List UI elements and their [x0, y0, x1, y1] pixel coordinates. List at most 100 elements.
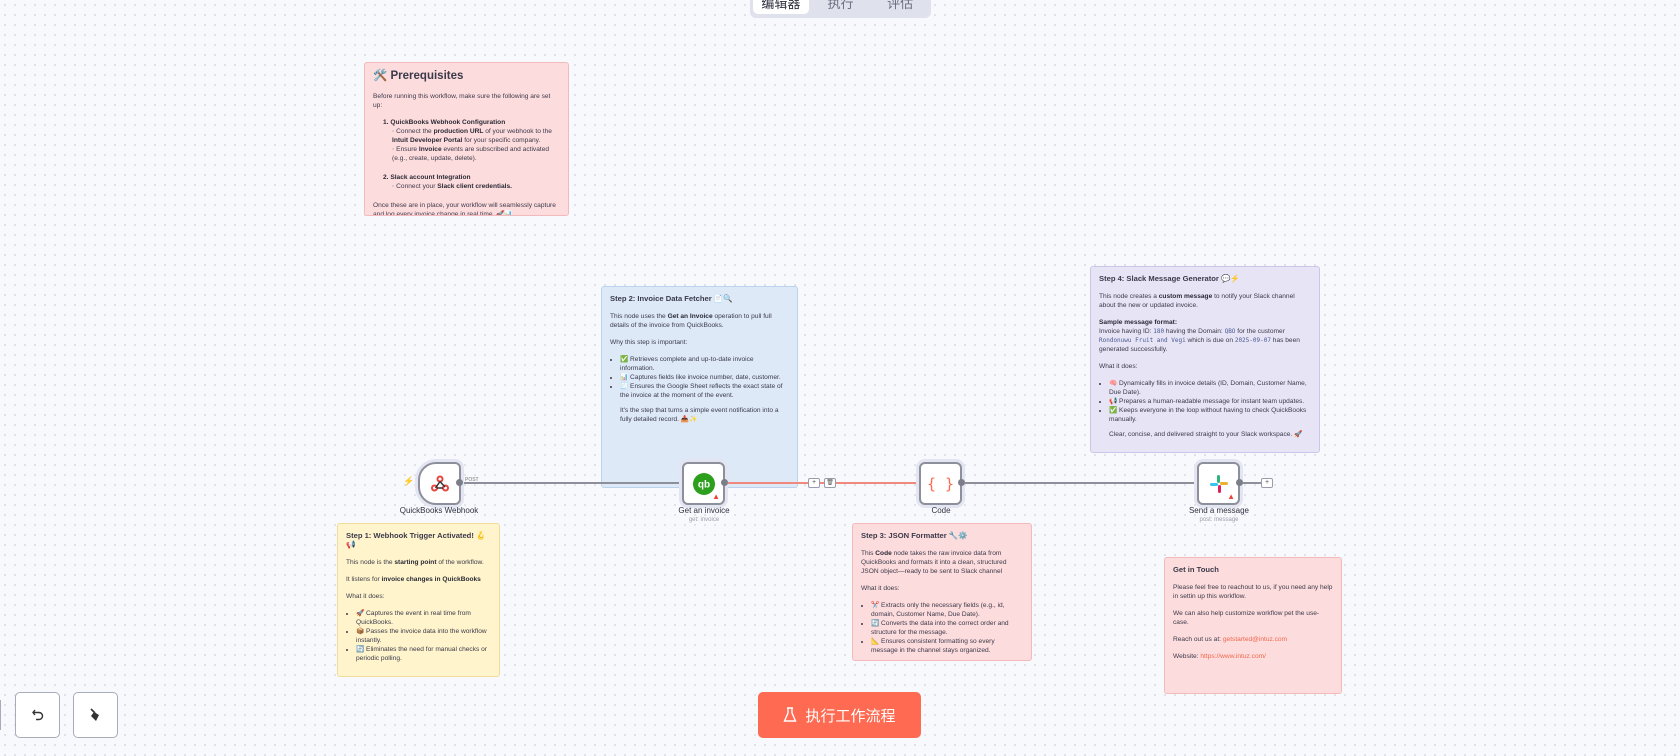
text: What it does: [346, 593, 385, 600]
list-item: 1. QuickBooks Webhook ConfigurationConne… [383, 118, 560, 163]
output-label-post: POST [465, 477, 479, 483]
note-list: ✅ Retrieves complete and up-to-date invo… [620, 355, 789, 400]
sticky-note-step-1[interactable]: Step 1: Webhook Trigger Activated! 🪝📢Thi… [337, 523, 500, 677]
bold-text: invoice changes in QuickBooks [381, 576, 481, 583]
code-text: QBO [1224, 328, 1236, 335]
note-paragraph: This Code node takes the raw invoice dat… [861, 549, 1023, 576]
note-paragraph: Clear, concise, and delivered straight t… [1109, 430, 1311, 439]
list-item: 📐 Ensures consistent formatting so every… [871, 637, 1023, 655]
tab-editor[interactable]: 编辑器 [753, 0, 809, 14]
text: node takes the raw invoice data from Qui… [861, 550, 1007, 575]
tab-evaluation[interactable]: 评估 [887, 0, 914, 11]
node-send-slack-message[interactable]: ▲ [1197, 462, 1240, 505]
node-subtitle: post: message [1199, 517, 1239, 523]
note-list: ✂️ Extracts only the necessary fields (e… [871, 601, 1023, 655]
text: This node uses the [610, 313, 668, 320]
bold-text: production URL [433, 128, 484, 135]
text: 📢 Prepares a human-readable message for … [1109, 398, 1305, 405]
clear-button[interactable] [73, 692, 118, 738]
sub-list-item: Ensure Invoice events are subscribed and… [392, 145, 560, 163]
warning-icon[interactable]: ▲ [1227, 492, 1235, 501]
text: to notify your Slack channel about the n… [1099, 293, 1295, 309]
text: having the Domain: [1164, 328, 1225, 335]
note-title: Step 4: Slack Message Generator 💬⚡ [1099, 274, 1240, 283]
code-text: 2025-09-07 [1234, 337, 1271, 344]
link[interactable]: getstarted@intuz.com [1222, 636, 1288, 643]
link[interactable]: https://www.intuz.com/ [1200, 653, 1266, 660]
text: events are subscribed and activated (e.g… [392, 146, 550, 162]
node-code[interactable]: { } [919, 462, 962, 505]
note-title: Get in Touch [1173, 565, 1219, 574]
add-next-node-button[interactable]: + [1261, 478, 1273, 488]
bold-text: Intuit Developer Portal [392, 137, 463, 144]
slack-icon [1209, 474, 1228, 493]
sticky-note-step-2[interactable]: Step 2: Invoice Data Fetcher 📄🔍This node… [601, 286, 798, 488]
note-paragraph: This node uses the Get an Invoice operat… [610, 312, 789, 330]
text: We can also help customize workflow pet … [1173, 610, 1320, 626]
output-handle[interactable] [456, 479, 463, 486]
code-text: Rondonuwu Fruit and Vegi [1099, 337, 1186, 344]
sticky-note-step-4[interactable]: Step 4: Slack Message Generator 💬⚡ This n… [1090, 266, 1320, 453]
code-braces-icon: { } [926, 474, 955, 493]
svg-text:qb: qb [697, 479, 709, 490]
text: 🔄 Converts the data into the correct ord… [871, 620, 1009, 636]
note-numbered-list: 1. QuickBooks Webhook ConfigurationConne… [383, 118, 560, 191]
text: Ensure [396, 146, 419, 153]
list-item: 🚀 Captures the event in real time from Q… [356, 609, 491, 627]
execute-workflow-button[interactable]: 执行工作流程 [758, 692, 921, 738]
output-handle[interactable] [721, 479, 728, 486]
text: This node is the [346, 559, 395, 566]
node-get-invoice[interactable]: qb ▲ [682, 462, 725, 505]
list-item: 📢 Prepares a human-readable message for … [1109, 397, 1311, 406]
sticky-note-step-3[interactable]: Step 3: JSON Formatter 🔧⚙️This Code node… [852, 523, 1032, 661]
warning-icon[interactable]: ▲ [712, 492, 720, 501]
node-label: QuickBooks Webhook [399, 506, 479, 515]
bold-text: Sample message format: [1099, 319, 1178, 326]
edge-delete-button[interactable]: 🗑 [824, 478, 836, 488]
output-handle[interactable] [958, 479, 965, 486]
node-label: Code [931, 506, 951, 515]
output-handle[interactable] [1236, 479, 1243, 486]
text: ✂️ Extracts only the necessary fields (e… [871, 602, 1005, 618]
text: has been generated successfully. [1099, 337, 1300, 353]
note-paragraph: Before running this workflow, make sure … [373, 92, 560, 110]
text: of your webhook to the [483, 128, 552, 135]
tab-executions[interactable]: 执行 [827, 0, 854, 11]
note-paragraph: Why this step is important: [610, 338, 789, 347]
text: of the workflow. [436, 559, 484, 566]
quickbooks-icon: qb [692, 472, 715, 495]
text: ✅ Keeps everyone in the loop without hav… [1109, 407, 1307, 423]
text: Before running this workflow, make sure … [373, 93, 551, 109]
edge-webhook-to-invoice[interactable] [462, 482, 680, 484]
bold-text: custom message [1158, 293, 1213, 300]
text: Please feel free to reachout to us, if y… [1173, 584, 1333, 600]
list-item: 🧾 Ensures the Google Sheet reflects the … [620, 382, 789, 400]
list-item: 🔄 Converts the data into the correct ord… [871, 619, 1023, 637]
note-paragraph: This node is the starting point of the w… [346, 558, 491, 567]
list-item: 📊 Captures fields like invoice number, d… [620, 373, 789, 382]
list-item-title: 1. QuickBooks Webhook Configuration [383, 119, 506, 126]
sub-list-item: Connect your Slack client credentials. [392, 182, 560, 191]
edge-code-to-slack[interactable] [964, 482, 1195, 484]
list-item: ✅ Retrieves complete and up-to-date invo… [620, 355, 789, 373]
edge-add-button[interactable]: + [808, 478, 820, 488]
node-quickbooks-webhook[interactable] [418, 462, 461, 505]
list-item: ✅ Keeps everyone in the loop without hav… [1109, 406, 1311, 424]
text: 🧾 Ensures the Google Sheet reflects the … [620, 383, 783, 399]
note-list: 🧠 Dynamically fills in invoice details (… [1109, 379, 1311, 424]
note-list: 🚀 Captures the event in real time from Q… [356, 609, 491, 663]
text: for your specific company. [462, 137, 541, 144]
text: Once these are in place, your workflow w… [373, 202, 556, 216]
text: which is due on [1185, 337, 1235, 344]
node-label: Send a message [1188, 506, 1250, 515]
text: Why this step is important: [610, 339, 688, 346]
list-item: 🧠 Dynamically fills in invoice details (… [1109, 379, 1311, 397]
view-tabs: 编辑器 执行 评估 [750, 0, 931, 18]
text: for the customer [1235, 328, 1285, 335]
undo-button[interactable] [15, 692, 60, 738]
text: This [861, 550, 876, 557]
edge-invoice-to-code[interactable] [727, 482, 917, 484]
text: This node creates a [1099, 293, 1159, 300]
